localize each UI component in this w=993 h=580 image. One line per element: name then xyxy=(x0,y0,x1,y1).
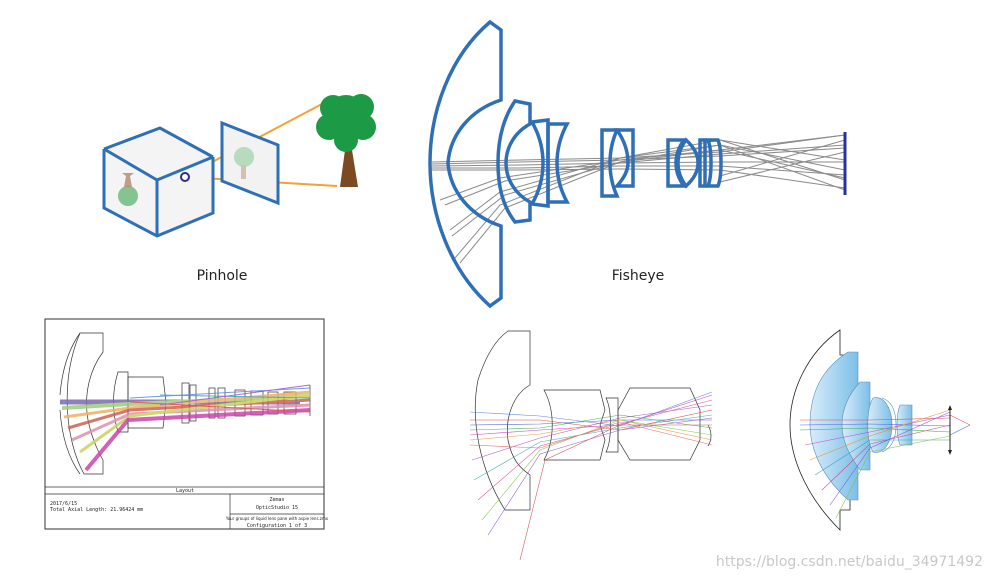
fisheye-lens-icon xyxy=(428,19,723,309)
pinhole-camera-icon xyxy=(102,126,215,238)
layout-company: Zemax xyxy=(269,497,284,503)
layout-axial-length: Total Axial Length: 21.96424 mm xyxy=(50,507,143,513)
multicolor-lens-diagram xyxy=(469,330,713,561)
watermark: https://blog.csdn.net/baidu_34971492 xyxy=(715,554,983,570)
pinhole-diagram: Pinhole xyxy=(102,94,376,284)
projection-screen xyxy=(220,120,280,206)
layout-configuration: Configuration 1 of 3 xyxy=(247,523,307,529)
layout-fineprint: Your groups of liquid lens pane with asp… xyxy=(225,516,329,521)
pinhole-caption: Pinhole xyxy=(197,268,248,284)
layout-product: OpticStudio 15 xyxy=(256,505,298,511)
fisheye-diagram: Fisheye xyxy=(428,19,847,309)
fisheye-caption: Fisheye xyxy=(612,268,665,284)
multicolor-rays xyxy=(469,391,713,561)
layout-date: 2017/6/15 xyxy=(50,501,77,507)
layout-title: Layout xyxy=(176,488,194,494)
shaded-lens-rays xyxy=(799,409,971,519)
pinhole-aperture xyxy=(180,172,190,182)
zemax-layout-panel: Layout 2017/6/15 Total Axial Length: 21.… xyxy=(44,318,329,530)
fisheye-rays xyxy=(431,134,846,264)
tree-icon xyxy=(316,94,376,187)
shaded-lens-diagram xyxy=(789,329,971,531)
